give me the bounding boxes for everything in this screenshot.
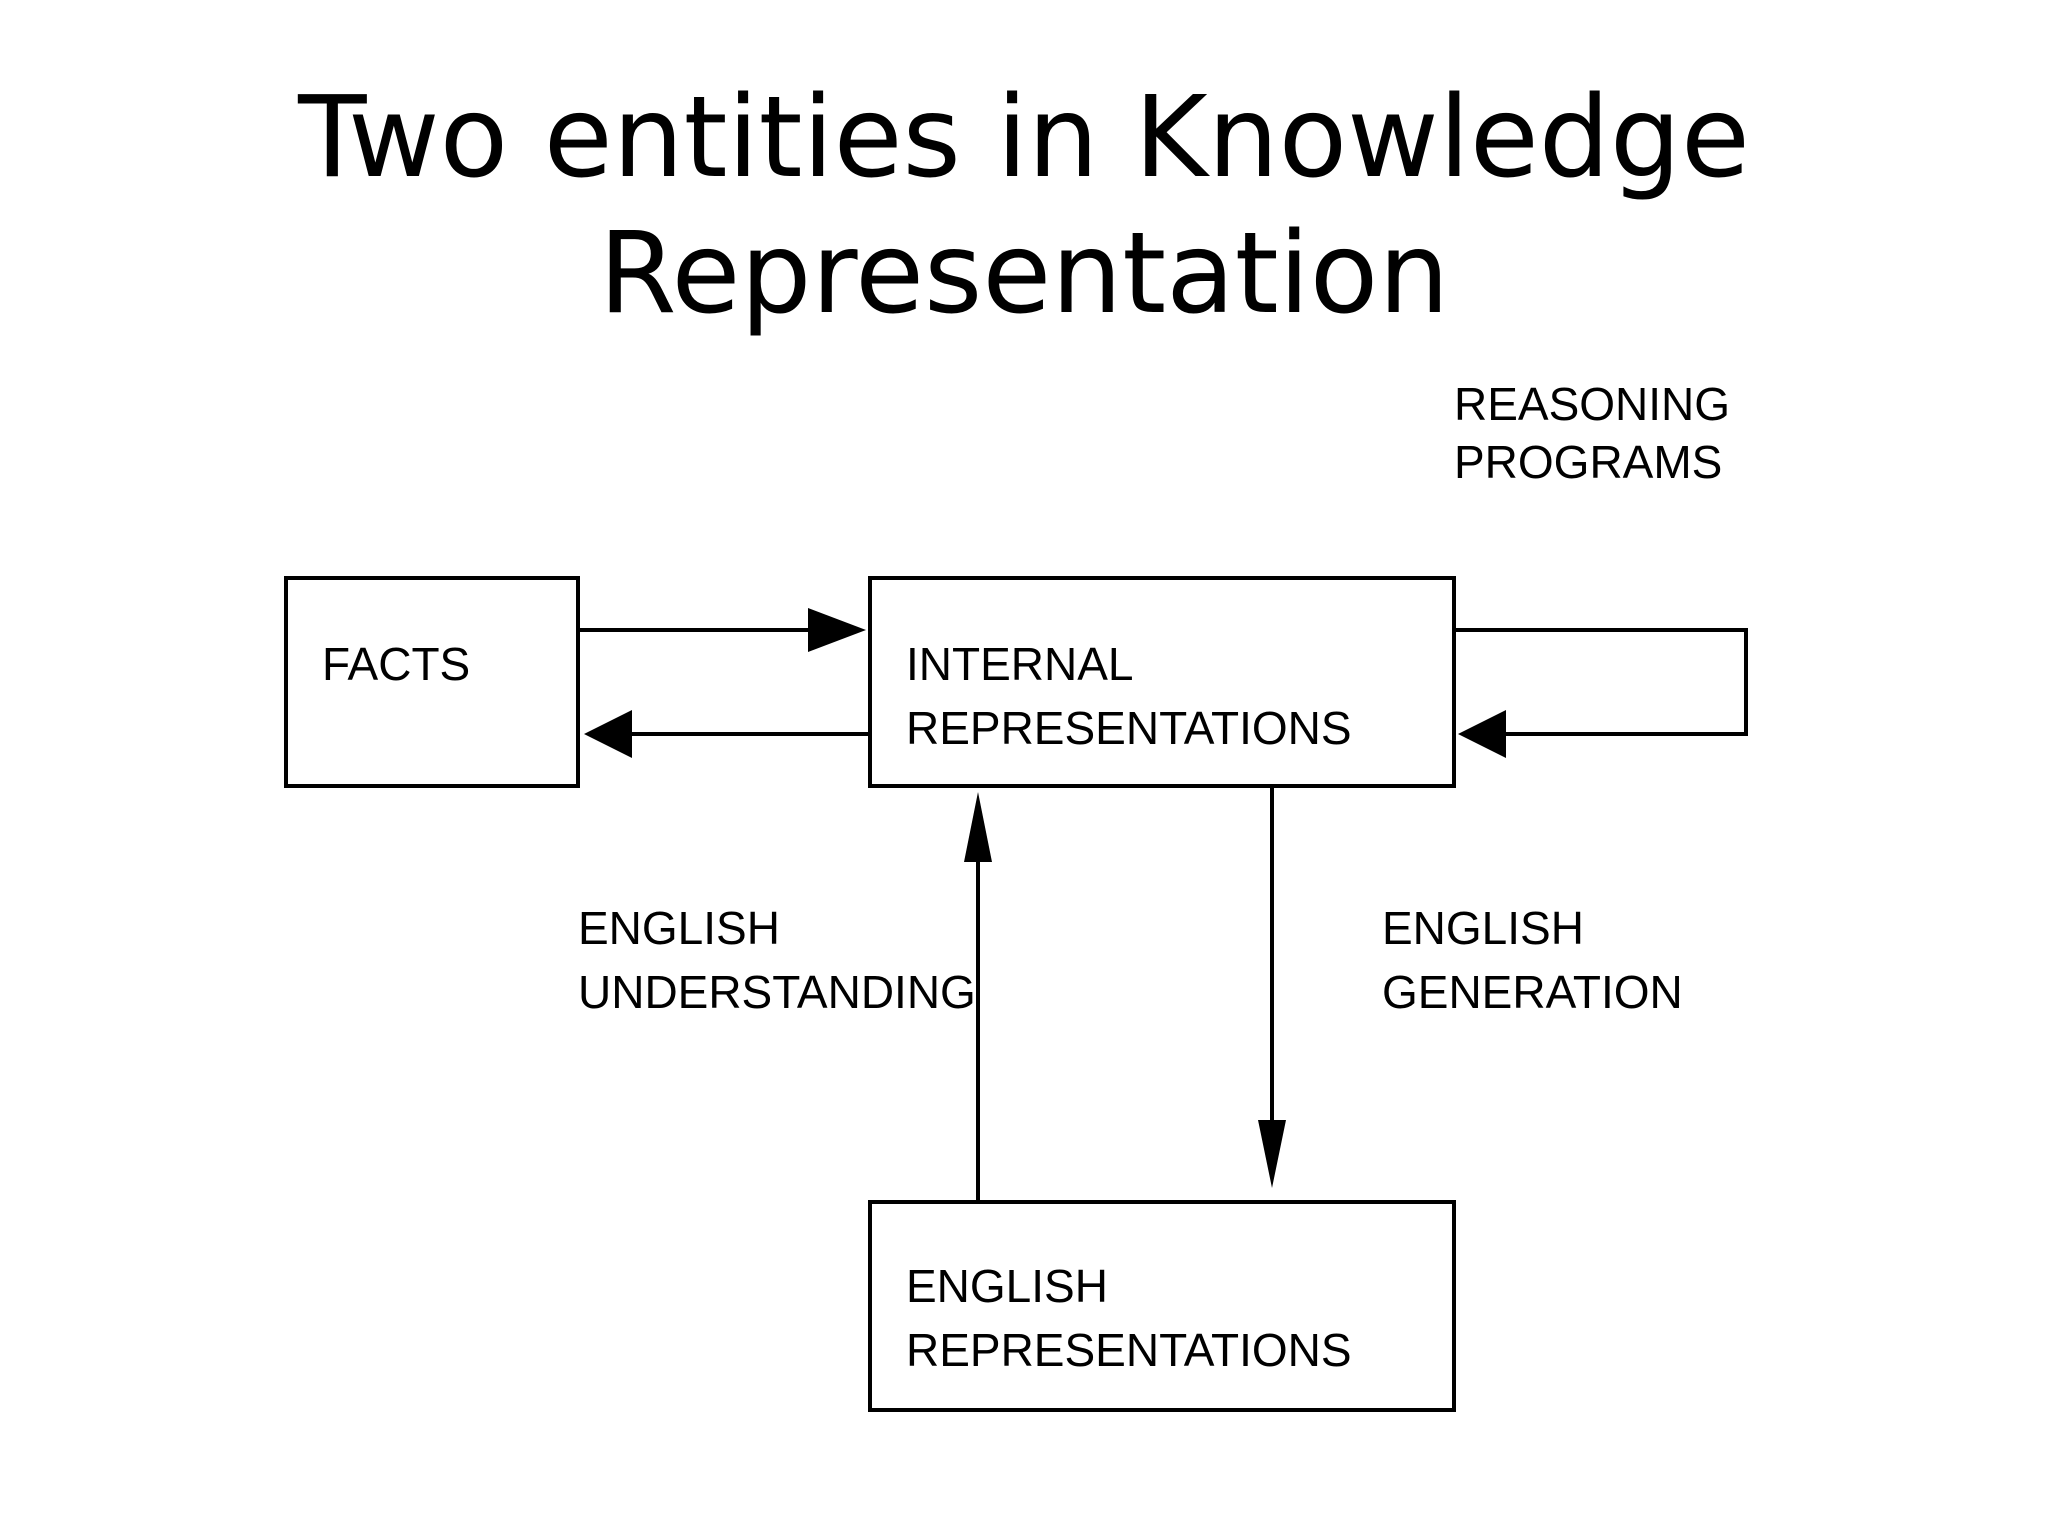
internal-to-facts-arrow xyxy=(584,710,870,758)
english-box-label-line-1: ENGLISH xyxy=(906,1260,1108,1312)
slide-title: Two entities in Knowledge Representation xyxy=(0,70,2048,342)
english-representations-box xyxy=(868,1200,1456,1412)
internal-representations-box xyxy=(868,576,1456,788)
understanding-label-line-1: ENGLISH xyxy=(578,902,780,954)
internal-label-line-2: REPRESENTATIONS xyxy=(906,702,1352,754)
facts-box xyxy=(284,576,580,788)
generation-label-line-2: GENERATION xyxy=(1382,966,1683,1018)
internal-label-line-1: INTERNAL xyxy=(906,638,1133,690)
english-understanding-arrow xyxy=(964,792,992,1202)
reasoning-loop-arrow xyxy=(1454,628,1748,758)
slide-title-line-1: Two entities in Knowledge xyxy=(298,73,1750,203)
facts-label: FACTS xyxy=(322,638,470,690)
slide-title-line-2: Representation xyxy=(598,209,1450,339)
reasoning-label-line-2: PROGRAMS xyxy=(1454,436,1722,488)
reasoning-label-line-1: REASONING xyxy=(1454,378,1730,430)
understanding-label-line-2: UNDERSTANDING xyxy=(578,966,976,1018)
english-generation-arrow xyxy=(1258,786,1286,1188)
english-box-label-line-2: REPRESENTATIONS xyxy=(906,1324,1352,1376)
facts-to-internal-arrow xyxy=(578,608,866,652)
generation-label-line-1: ENGLISH xyxy=(1382,902,1584,954)
